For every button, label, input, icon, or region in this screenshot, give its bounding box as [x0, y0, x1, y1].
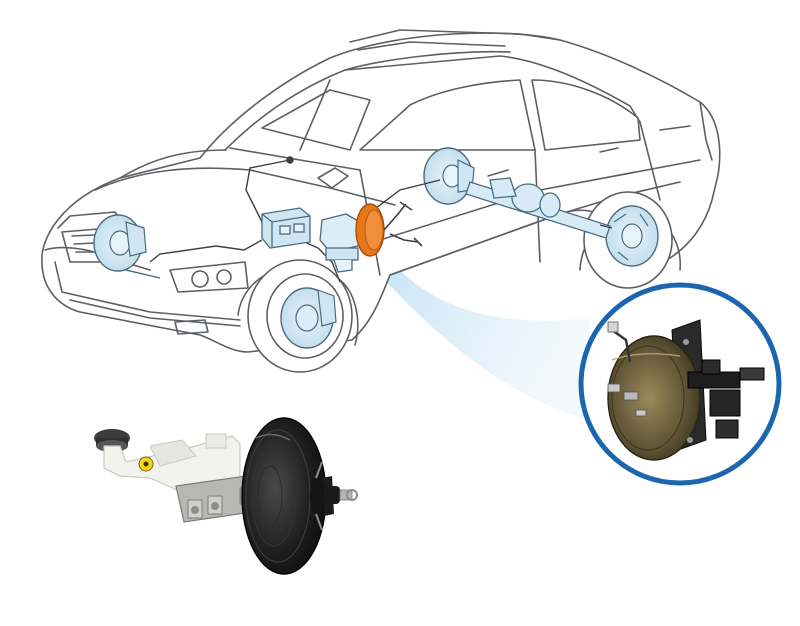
master-cylinder-icon — [319, 213, 361, 273]
brake-booster-highlight-icon — [355, 203, 385, 257]
fluid-reservoir-icon — [94, 429, 241, 495]
rear-axle — [465, 177, 611, 239]
brake-pedal-icon — [383, 201, 423, 247]
brake-booster-product-icon — [94, 417, 358, 575]
zoom-callout — [578, 282, 782, 486]
front-brake-disc-icon — [280, 287, 337, 349]
callout-beam — [368, 248, 590, 420]
abs-module-icon — [261, 207, 311, 249]
rear-brake-drum-icon — [605, 205, 659, 267]
front-left-brake-disc-icon — [93, 214, 161, 279]
